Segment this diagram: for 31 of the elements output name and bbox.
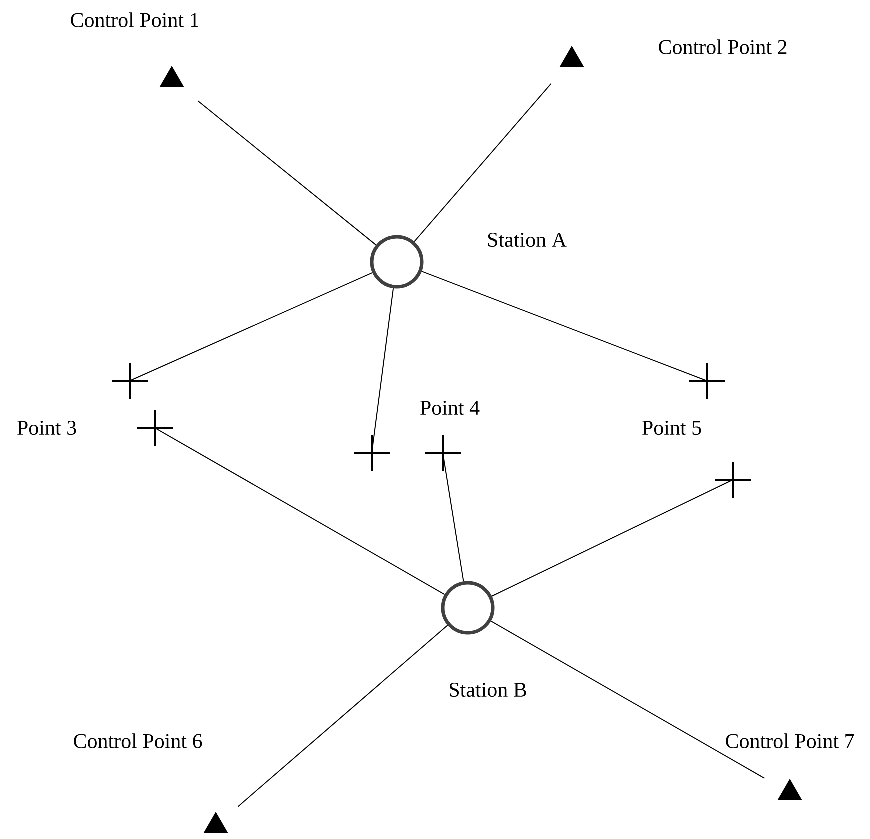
point-cross (689, 363, 725, 399)
connector-line (490, 620, 766, 779)
point-name: Point 3 (18, 420, 76, 436)
connector-line (154, 428, 446, 596)
point-name: Control Point 7 (726, 734, 854, 748)
point-name: Station A (488, 232, 567, 248)
point-cross (425, 435, 461, 471)
station-circle (441, 581, 495, 635)
control-point-triangle (778, 779, 802, 800)
point-cross (112, 363, 148, 399)
station-circle (370, 235, 424, 289)
point-name: Point 5 (642, 420, 702, 436)
connector-line (372, 288, 394, 454)
connector-line (130, 272, 374, 382)
point-name: Point 4 (420, 400, 480, 416)
point-name: Control Point 1 (71, 12, 198, 28)
connector-line (198, 100, 377, 246)
control-point-triangle (160, 66, 184, 87)
point-cross (137, 410, 173, 446)
connector-line (421, 271, 708, 382)
point-cross (715, 462, 751, 498)
connector-line (414, 83, 552, 242)
point-name: Station B (450, 682, 526, 698)
control-point-triangle (204, 812, 228, 833)
connector-line (238, 625, 448, 808)
connector-line (492, 480, 734, 597)
control-point-triangle (560, 46, 584, 67)
point-cross (354, 435, 390, 471)
point-name: Control Point 6 (74, 734, 202, 748)
point-name: Control Point 2 (659, 40, 787, 54)
connector-line (442, 452, 464, 582)
